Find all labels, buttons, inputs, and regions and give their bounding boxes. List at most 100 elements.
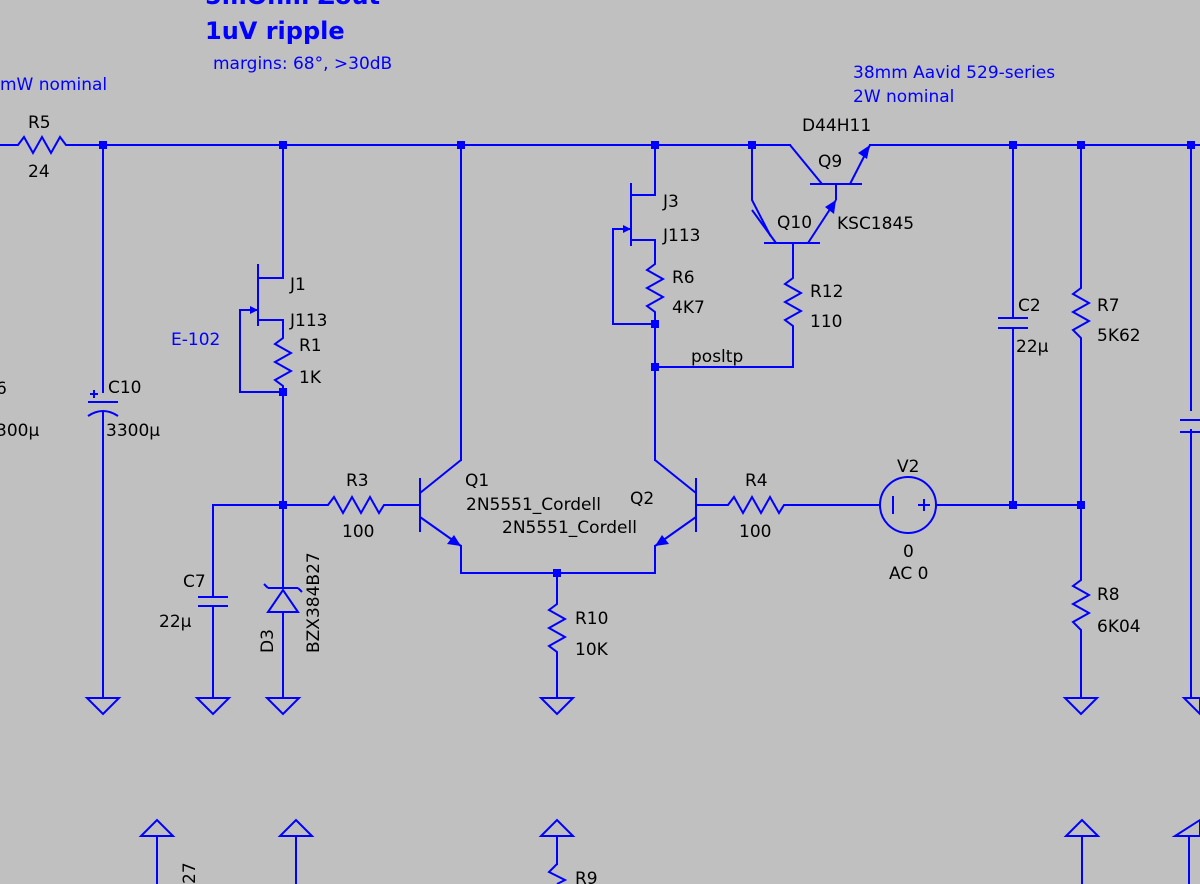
- ground-symbol: [194, 697, 232, 716]
- label-j1-value: J113: [289, 311, 327, 331]
- junction: [457, 141, 465, 149]
- capacitor-c10[interactable]: [87, 390, 119, 417]
- resistor-r12[interactable]: [782, 272, 804, 334]
- label-r8-value: 6K04: [1097, 617, 1141, 637]
- label-r9-ref: R9: [575, 869, 598, 884]
- junction: [651, 320, 659, 328]
- wire-bottom-stubs[interactable]: [156, 835, 1190, 884]
- supply-symbol: [538, 818, 576, 837]
- label-r5-value: 24: [28, 162, 50, 182]
- wire-q10-collector[interactable]: [751, 144, 772, 237]
- label-r12-value: 110: [810, 312, 842, 332]
- wire-posltp[interactable]: [654, 333, 794, 368]
- label-r5-ref: R5: [28, 113, 51, 133]
- resistor-r4[interactable]: [722, 494, 788, 516]
- junction: [651, 363, 659, 371]
- label-left-cut-value: 300μ: [0, 421, 39, 441]
- supply-symbol: [277, 818, 315, 837]
- label-bottom-cut: 27: [180, 862, 200, 884]
- label-c7-ref: C7: [183, 572, 206, 592]
- annotation-margins: margins: 68°, >30dB: [213, 54, 392, 74]
- grounds: [84, 697, 1200, 837]
- junction: [553, 569, 561, 577]
- annotation-e102: E-102: [171, 330, 220, 350]
- junction: [279, 501, 287, 509]
- resistor-r3[interactable]: [322, 494, 390, 516]
- label-q1-ref: Q1: [465, 471, 489, 491]
- label-c10-value: 3300μ: [106, 421, 160, 441]
- capacitor-c7[interactable]: [198, 596, 228, 607]
- label-q9-ref: Q9: [818, 152, 842, 172]
- label-r10-ref: R10: [575, 609, 608, 629]
- label-net-posltp: posltp: [691, 347, 743, 367]
- supply-symbol: [1171, 818, 1200, 837]
- label-q10-ref: Q10: [777, 213, 812, 233]
- label-j3-value: J113: [662, 226, 700, 246]
- label-c7-value: 22μ: [159, 612, 192, 632]
- label-q2-ref: Q2: [630, 489, 654, 509]
- label-c10-ref: C10: [108, 378, 142, 398]
- annotation-left-power: mW nominal: [0, 75, 107, 95]
- junction: [1009, 501, 1017, 509]
- label-j3-ref: J3: [662, 192, 679, 212]
- transistor-q1[interactable]: [419, 459, 462, 547]
- supply-symbol: [1063, 818, 1101, 837]
- label-r6-ref: R6: [672, 268, 695, 288]
- label-r3-value: 100: [342, 522, 374, 542]
- label-q2-value: 2N5551_Cordell: [502, 518, 637, 538]
- label-r7-value: 5K62: [1097, 326, 1141, 346]
- transistor-q2[interactable]: [654, 459, 697, 547]
- label-q9-value: D44H11: [802, 116, 871, 136]
- label-r7-ref: R7: [1097, 296, 1120, 316]
- junction: [1077, 141, 1085, 149]
- resistor-r10[interactable]: [546, 598, 568, 662]
- ground-symbol: [1181, 697, 1200, 716]
- label-r3-ref: R3: [346, 471, 369, 491]
- capacitor-c2[interactable]: [998, 317, 1028, 329]
- resistor-r6[interactable]: [644, 258, 666, 318]
- resistor-r7[interactable]: [1070, 280, 1092, 348]
- label-r10-value: 10K: [575, 640, 609, 660]
- label-j1-ref: J1: [289, 275, 306, 295]
- annotation-title-line1: 5mOhm Zout: [205, 0, 380, 10]
- wire-ltp-tail[interactable]: [460, 545, 656, 574]
- label-v2-value: 0: [903, 542, 914, 562]
- resistor-r8[interactable]: [1070, 572, 1092, 640]
- wire-j1-gate-loop[interactable]: [239, 309, 284, 393]
- label-q10-value: KSC1845: [837, 214, 914, 234]
- transistor-q9[interactable]: [789, 144, 871, 200]
- label-r12-ref: R12: [810, 282, 843, 302]
- label-c2-ref: C2: [1018, 296, 1041, 316]
- junction: [748, 141, 756, 149]
- label-left-cut-ref: 6: [0, 379, 7, 399]
- resistor-r5[interactable]: [12, 134, 72, 156]
- junction: [99, 141, 107, 149]
- capacitor-right-edge: [1180, 419, 1200, 433]
- supply-symbol: [138, 818, 176, 837]
- junction: [1077, 501, 1085, 509]
- label-r1-value: 1K: [299, 368, 322, 388]
- ground-symbol: [1062, 697, 1100, 716]
- label-c2-value: 22μ: [1016, 337, 1049, 357]
- voltage-source-v2[interactable]: [879, 476, 937, 534]
- ground-symbol: [538, 697, 576, 716]
- wires: [0, 144, 1200, 884]
- label-r1-ref: R1: [299, 336, 322, 356]
- resistor-r1[interactable]: [272, 332, 294, 392]
- junction: [651, 141, 659, 149]
- zener-diode-d3[interactable]: [263, 583, 303, 613]
- label-q1-value: 2N5551_Cordell: [466, 495, 601, 515]
- label-r4-value: 100: [739, 522, 771, 542]
- wire-j3-gate-loop[interactable]: [612, 228, 656, 325]
- junction: [279, 141, 287, 149]
- jfet-j1[interactable]: [250, 264, 284, 326]
- annotation-title-line2: 1uV ripple: [205, 17, 345, 45]
- label-d3-value: BZX384B27: [304, 552, 324, 653]
- annotation-heatsink-line1: 38mm Aavid 529-series: [853, 63, 1055, 83]
- ground-symbol: [264, 697, 302, 716]
- label-v2-ref: V2: [897, 457, 919, 477]
- resistor-r9-partial: [547, 863, 568, 884]
- transistor-q10[interactable]: [751, 199, 837, 244]
- jfet-j3[interactable]: [623, 183, 656, 246]
